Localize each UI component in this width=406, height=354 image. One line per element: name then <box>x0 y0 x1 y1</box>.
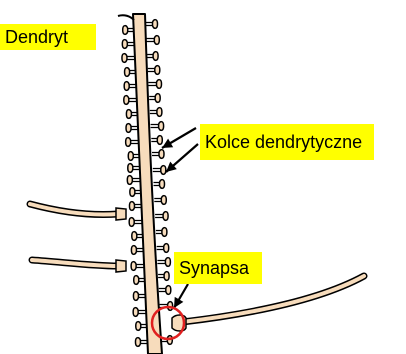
spine-left <box>126 110 137 119</box>
spine-left <box>133 308 146 317</box>
arrow-to-synapse <box>174 284 188 308</box>
spine-left <box>135 338 147 347</box>
dendrite-top-stub <box>118 15 134 20</box>
dendrite-label: Dendryt <box>0 24 96 50</box>
spine-left <box>134 276 145 285</box>
spine-left <box>130 188 141 197</box>
spine-left <box>133 292 145 301</box>
spine-left <box>129 202 141 211</box>
spine-right <box>155 212 168 221</box>
dendrite-label-text: Dendryt <box>5 26 68 48</box>
spine-right <box>153 166 166 175</box>
spine-right <box>150 108 162 117</box>
spine-right <box>151 122 164 131</box>
spine-left <box>122 54 135 63</box>
spine-right <box>156 228 167 237</box>
spine-right <box>154 196 166 205</box>
spine-left <box>132 232 143 241</box>
spine-right <box>147 52 158 61</box>
axon-2-bouton <box>116 260 126 272</box>
arrow-to-spine-2 <box>166 144 198 172</box>
synapse-label-text: Synapsa <box>179 257 249 279</box>
spine-right <box>146 20 158 29</box>
dendrite-shaft <box>118 14 162 354</box>
spine-right <box>157 258 170 267</box>
spine-left <box>128 152 139 161</box>
spine-left <box>126 124 138 133</box>
spine-right <box>151 136 162 145</box>
spine-right <box>154 180 165 189</box>
spine-left <box>122 40 134 49</box>
spine-left <box>136 322 147 331</box>
spine-left <box>123 26 134 35</box>
spine-left <box>131 246 143 255</box>
spines-label: Kolce dendrytyczne <box>200 124 374 160</box>
spine-right <box>159 286 171 295</box>
spine-right <box>146 36 159 45</box>
spine-right <box>157 244 169 253</box>
spine-left <box>124 96 137 105</box>
spine-right <box>149 94 160 103</box>
spine-right <box>152 150 164 159</box>
spine-left <box>131 262 144 271</box>
spine-left <box>127 176 140 185</box>
spine-left <box>128 164 140 173</box>
synapse-label: Synapsa <box>174 252 262 284</box>
spine-right <box>148 66 160 75</box>
spine-left <box>124 82 136 91</box>
spine-right <box>158 272 169 281</box>
spines-label-text: Kolce dendrytyczne <box>205 131 362 153</box>
axon-1-bouton <box>116 208 126 220</box>
spine-right <box>149 80 162 89</box>
spine-left <box>126 138 139 147</box>
arrow-to-spine-1 <box>162 128 196 148</box>
spine-left <box>129 218 142 227</box>
spine-left <box>125 68 136 77</box>
